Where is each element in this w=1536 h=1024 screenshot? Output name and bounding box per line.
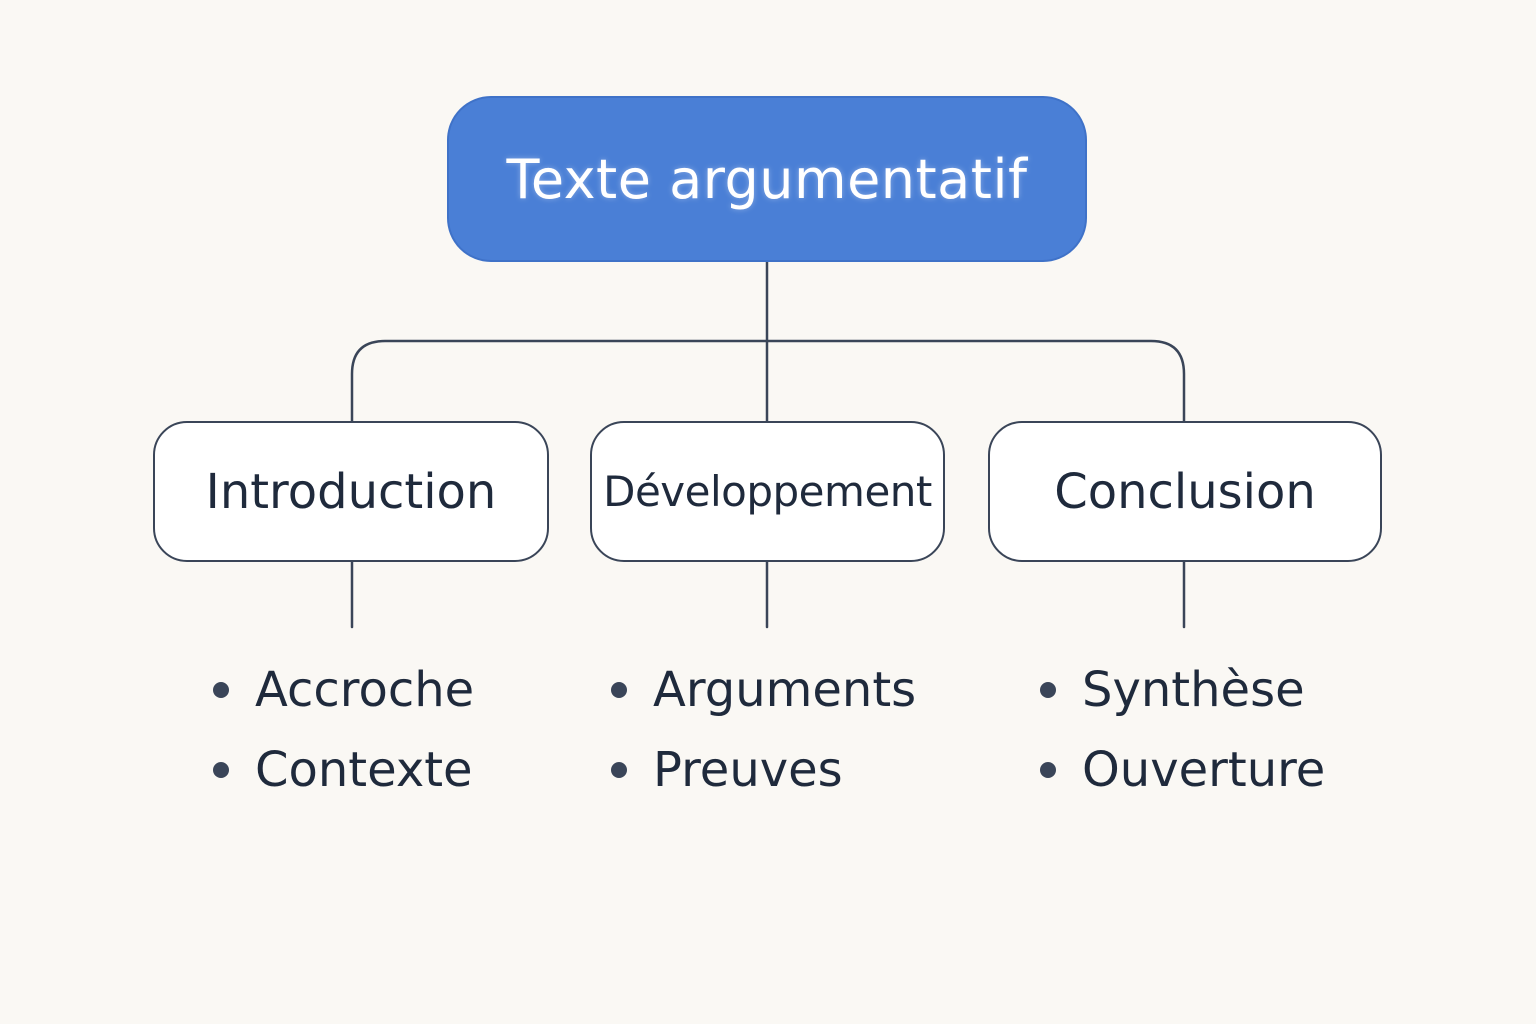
list-item-text: Preuves [653,742,843,798]
list-item: Arguments [611,650,916,730]
bullet-icon [611,762,627,778]
bullet-icon [1040,682,1056,698]
list-item-text: Arguments [653,662,917,718]
developpement-item-list: Arguments Preuves [611,650,916,810]
list-item: Preuves [611,730,916,810]
connector-branch-right [765,339,1186,423]
list-item-text: Ouverture [1082,742,1326,798]
bullet-icon [611,682,627,698]
list-item: Ouverture [1040,730,1325,810]
introduction-item-list: Accroche Contexte [213,650,474,810]
connector-branch-left [350,339,769,423]
list-item-text: Contexte [255,742,473,798]
root-node: Texte argumentatif [447,96,1087,262]
list-item: Contexte [213,730,474,810]
conclusion-item-list: Synthèse Ouverture [1040,650,1325,810]
section-node-developpement: Développement [590,421,945,562]
section-label-introduction: Introduction [205,463,497,520]
list-item: Accroche [213,650,474,730]
section-node-conclusion: Conclusion [988,421,1382,562]
list-item: Synthèse [1040,650,1325,730]
list-item-text: Synthèse [1082,662,1305,718]
bullet-icon [1040,762,1056,778]
bullet-icon [213,762,229,778]
bullet-icon [213,682,229,698]
section-label-developpement: Développement [603,467,932,516]
section-node-introduction: Introduction [153,421,549,562]
root-label: Texte argumentatif [506,147,1028,211]
section-label-conclusion: Conclusion [1054,463,1316,520]
list-item-text: Accroche [255,662,475,718]
